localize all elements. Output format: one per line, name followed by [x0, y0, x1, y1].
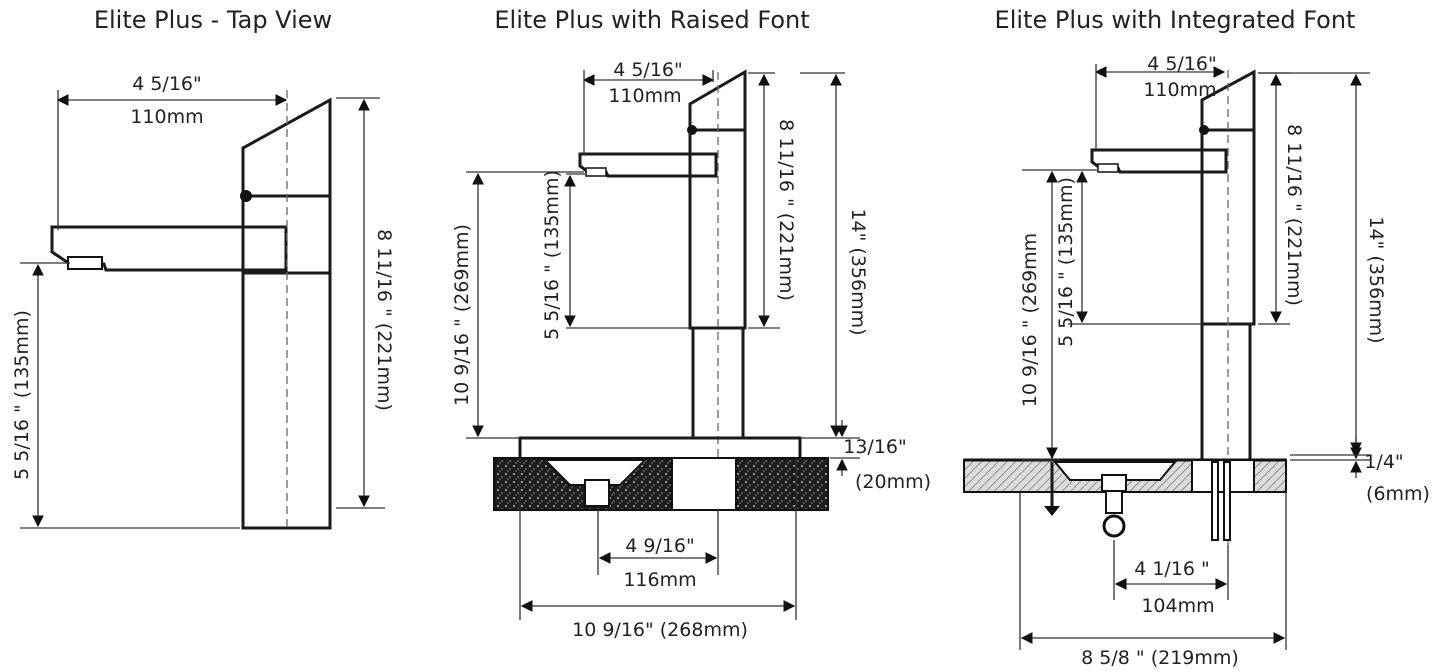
integrated-outer-width: 8 5/8 " (219mm)	[1081, 647, 1239, 669]
raised-spout-total: 10 9/16 " (269mm)	[451, 224, 473, 406]
tap-reach-inch: 4 5/16"	[132, 73, 202, 95]
raised-tap-height: 8 11/16 " (221mm)	[775, 119, 797, 301]
raised-inner-width-mm: 116mm	[623, 569, 696, 591]
raised-spout: 5 5/16 " (135mm)	[541, 170, 563, 340]
integrated-reach-inch: 4 5/16"	[1147, 53, 1217, 75]
tap-height-label: 8 11/16 " (221mm)	[373, 229, 395, 411]
tap-view-dimensions	[20, 90, 385, 529]
title-raised-font: Elite Plus with Raised Font	[494, 6, 809, 34]
raised-font-dimensions	[466, 70, 860, 620]
integrated-tap-height: 8 11/16 " (221mm)	[1283, 124, 1305, 306]
raised-font-thickness-mm: (20mm)	[855, 471, 931, 493]
integrated-font-thickness-mm: (6mm)	[1366, 483, 1430, 505]
raised-total-height: 14" (356mm)	[847, 208, 869, 335]
integrated-font-thickness-inch: 1/4"	[1364, 451, 1403, 473]
integrated-reach-mm: 110mm	[1143, 79, 1216, 101]
raised-reach-inch: 4 5/16"	[613, 59, 683, 81]
integrated-spout-total: 10 9/16 " (269mm	[1019, 233, 1041, 407]
raised-outer-width: 10 9/16" (268mm)	[572, 619, 748, 641]
tap-spout-label: 5 5/16 " (135mm)	[11, 310, 33, 480]
integrated-inner-width-inch: 4 1/16 "	[1134, 558, 1210, 580]
tap-view-drawing	[50, 90, 332, 530]
raised-font-drawing	[493, 69, 829, 511]
integrated-inner-width-mm: 104mm	[1141, 595, 1214, 617]
tap-reach-mm: 110mm	[130, 106, 203, 128]
integrated-total-height: 14" (356mm)	[1365, 216, 1387, 343]
raised-inner-width-inch: 4 9/16"	[625, 535, 695, 557]
title-tap-view: Elite Plus - Tap View	[94, 6, 332, 34]
integrated-font-dimensions	[1019, 64, 1370, 650]
raised-reach-mm: 110mm	[608, 85, 681, 107]
title-integrated-font: Elite Plus with Integrated Font	[995, 6, 1356, 34]
integrated-spout: 5 5/16 " (135mm)	[1055, 177, 1077, 347]
raised-font-thickness-inch: 13/16"	[843, 436, 907, 458]
integrated-font-drawing	[963, 69, 1287, 545]
